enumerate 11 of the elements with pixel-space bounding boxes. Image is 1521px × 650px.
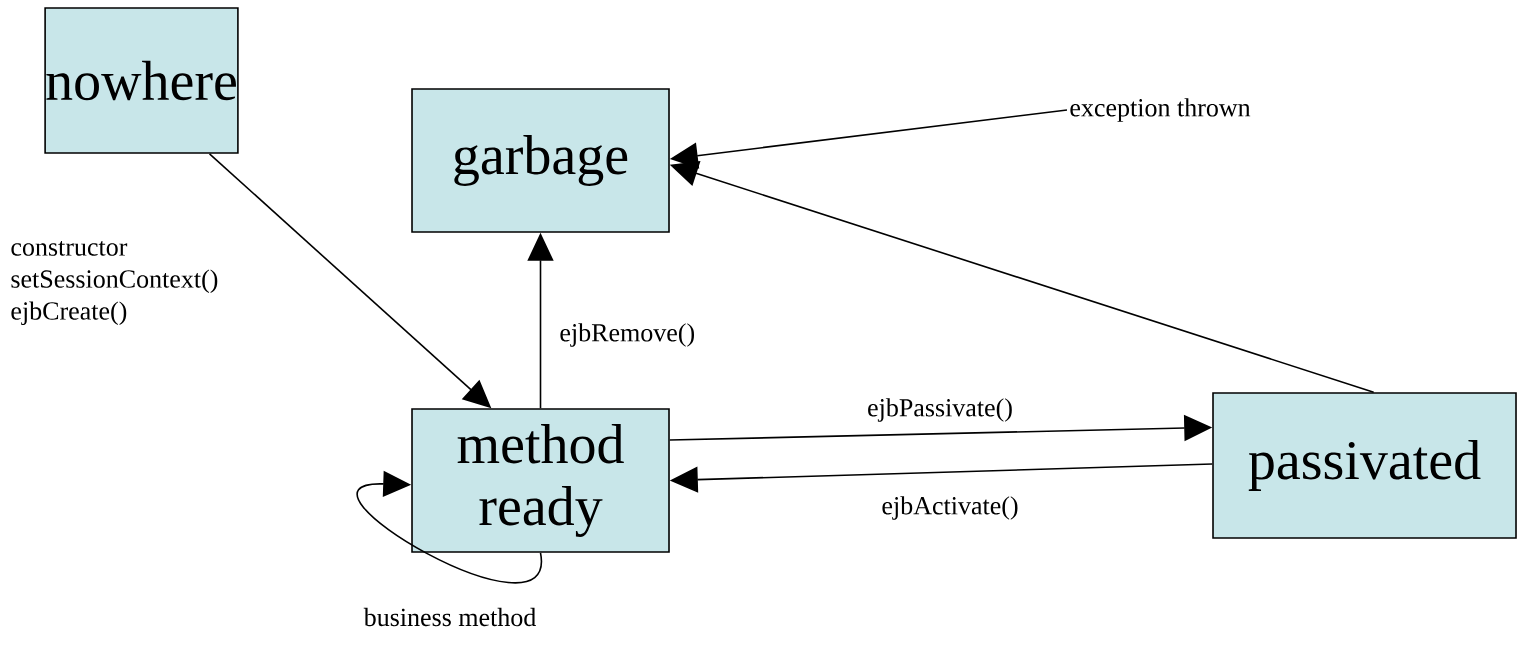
edge-label: ejbRemove() xyxy=(557,321,698,349)
arrow xyxy=(356,470,542,584)
state-box: method ready xyxy=(411,408,670,553)
edge-label: ejbPassivate() xyxy=(865,396,1015,424)
state-box: garbage xyxy=(411,88,670,233)
edge-label: business method xyxy=(361,605,539,629)
annotation-text: exception thrown xyxy=(1070,98,1251,122)
state-box: nowhere xyxy=(44,7,239,154)
state-box: passivated xyxy=(1212,392,1517,539)
edge-label: constructor setSessionContext() ejbCreate() xyxy=(8,238,218,328)
edge-label: ejbActivate() xyxy=(879,494,1021,522)
